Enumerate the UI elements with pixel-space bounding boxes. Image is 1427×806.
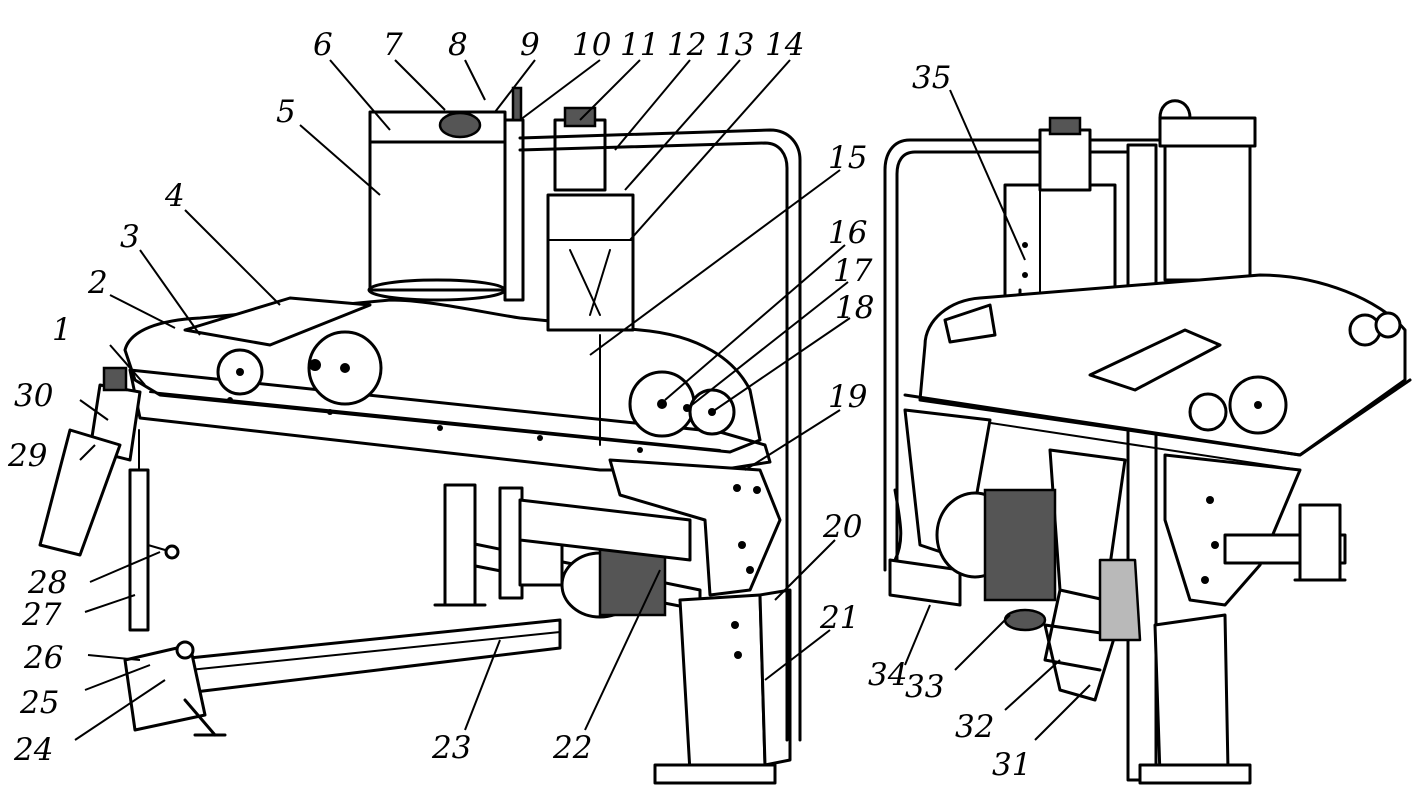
- leader-lines: [74, 59, 1091, 741]
- callout-35: 35: [912, 60, 951, 96]
- callout-labels: 1 2 3 4 5 6 7 8 9 10 11 12 13 14 15 16 1…: [7, 27, 1031, 783]
- right-view: [883, 99, 1412, 785]
- right-side-bracket: [1138, 453, 1347, 785]
- callout-4: 4: [164, 178, 185, 214]
- callout-33: 33: [905, 669, 944, 705]
- motor-22: [518, 498, 692, 619]
- callout-25: 25: [19, 685, 59, 721]
- callout-20: 20: [822, 509, 862, 545]
- left-bag: [893, 488, 903, 562]
- callout-5: 5: [276, 94, 296, 130]
- callout-17: 17: [833, 253, 873, 289]
- right-housing: [903, 273, 1412, 471]
- callout-3: 3: [120, 219, 140, 255]
- callout-28: 28: [27, 565, 67, 601]
- rod-10: [503, 86, 525, 302]
- callout-6: 6: [313, 27, 333, 63]
- callout-23: 23: [431, 730, 471, 766]
- callout-24: 24: [13, 732, 53, 768]
- callout-26: 26: [23, 640, 63, 676]
- callout-12: 12: [667, 27, 706, 63]
- strut-27: [128, 429, 180, 632]
- right-pipe-frame: [883, 138, 1162, 782]
- callout-34: 34: [868, 657, 907, 693]
- callout-18: 18: [835, 290, 874, 326]
- drum-5: [367, 110, 507, 302]
- callout-31: 31: [992, 747, 1031, 783]
- callout-15: 15: [828, 140, 867, 176]
- base-beam-23: [168, 618, 562, 697]
- column-14: [546, 106, 635, 332]
- callout-29: 29: [7, 438, 47, 474]
- callout-13: 13: [715, 27, 754, 63]
- callout-16: 16: [828, 215, 867, 251]
- callout-27: 27: [21, 597, 62, 633]
- callout-1: 1: [52, 312, 72, 348]
- callout-21: 21: [819, 600, 859, 636]
- right-leg-bracket: [653, 588, 792, 785]
- callout-2: 2: [87, 265, 108, 301]
- callout-32: 32: [955, 709, 994, 745]
- cylinder-29: [38, 366, 142, 557]
- left-view: [38, 86, 802, 785]
- callout-7: 7: [383, 27, 403, 63]
- callout-30: 30: [14, 378, 53, 414]
- callout-9: 9: [520, 27, 540, 63]
- right-drum: [1158, 99, 1257, 282]
- sieve-housing: [123, 296, 782, 597]
- callout-8: 8: [448, 27, 468, 63]
- callout-19: 19: [828, 379, 867, 415]
- motor-33: [935, 488, 1057, 632]
- callout-10: 10: [572, 27, 611, 63]
- pipe-frame: [518, 128, 802, 742]
- callout-14: 14: [765, 27, 804, 63]
- callout-11: 11: [620, 27, 659, 63]
- callout-22: 22: [552, 730, 592, 766]
